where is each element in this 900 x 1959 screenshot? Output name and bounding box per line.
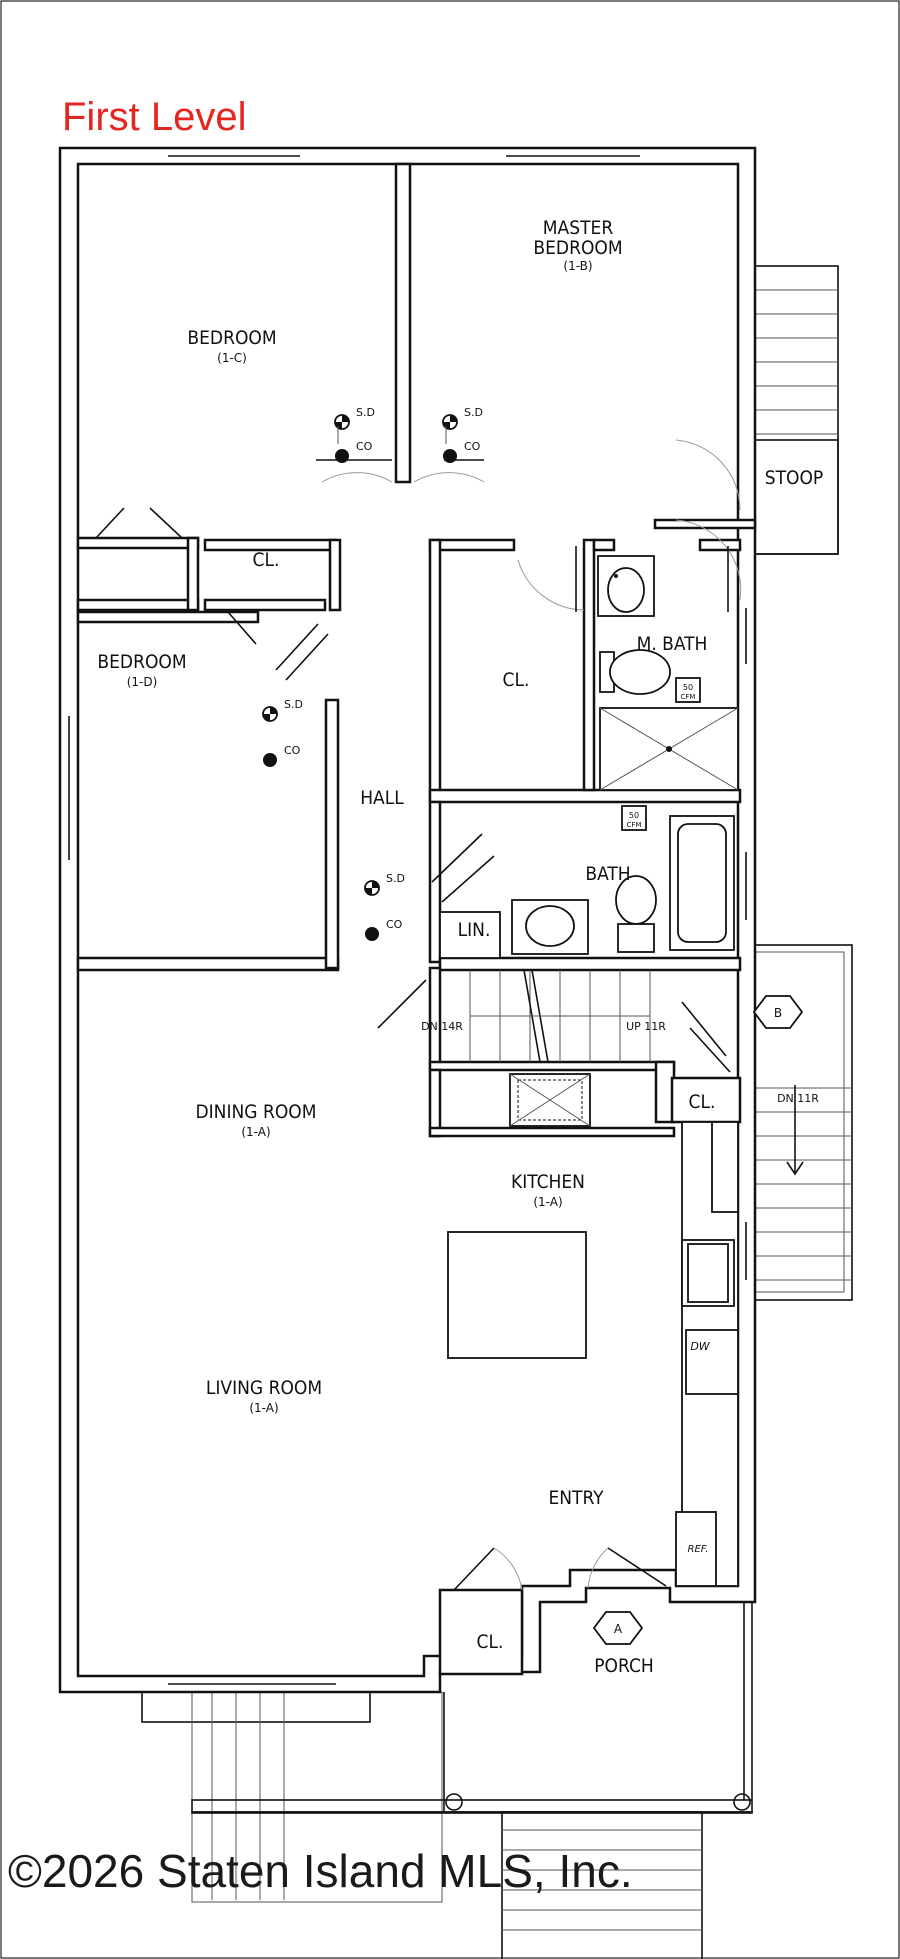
marker-a-label: A: [614, 1622, 623, 1636]
bath-label: BATH: [585, 863, 630, 885]
co-detector-label: CO: [464, 440, 481, 453]
entry-label: ENTRY: [548, 1487, 604, 1509]
smoke-detector-label: S.D: [386, 872, 405, 885]
smoke-detector-label: S.D: [284, 698, 303, 711]
dining-room-label: DINING ROOM: [195, 1101, 316, 1123]
living-room-label: LIVING ROOM: [206, 1377, 322, 1399]
linen-label: LIN.: [458, 919, 491, 941]
bedroom-c-code: (1-C): [217, 351, 247, 365]
dishwasher-label: DW: [690, 1340, 710, 1353]
fan-cfm-unit: CFM: [627, 821, 642, 829]
copyright-watermark: ©2026 Staten Island MLS, Inc.: [8, 1845, 633, 1897]
fixtures: [447, 555, 735, 1359]
exhaust-fan-icon: [621, 805, 647, 831]
master-bedroom-code: (1-B): [563, 259, 592, 273]
marker-a-icon: [592, 1611, 644, 1645]
co-detector-label: CO: [386, 918, 403, 931]
closet-label-hall: CL.: [503, 669, 530, 691]
hall-label: HALL: [360, 787, 404, 809]
closet-label-upper: CL.: [253, 549, 280, 571]
co-detector-label: CO: [356, 440, 373, 453]
stair-up-label: UP 11R: [626, 1020, 666, 1033]
fan-cfm-number: 50: [629, 811, 639, 820]
refrigerator-label: REF.: [688, 1544, 709, 1555]
windows: [68, 155, 747, 1685]
porch-label: PORCH: [594, 1655, 654, 1677]
bedroom-d-label: BEDROOM: [97, 651, 186, 673]
fan-cfm-number: 50: [683, 683, 693, 692]
kitchen-label: KITCHEN: [511, 1171, 585, 1193]
exhaust-fan-icon: [675, 677, 701, 703]
smoke-detector-label: S.D: [356, 406, 375, 419]
dining-room-code: (1-A): [241, 1125, 270, 1139]
master-bath-label: M. BATH: [637, 633, 708, 655]
front-porch-structure: [141, 1598, 753, 1959]
stoop-stairs: [751, 265, 839, 555]
master-bedroom-label-2: BEDROOM: [533, 237, 622, 259]
interior-walls: [76, 162, 757, 1676]
kitchen-code: (1-A): [533, 1195, 562, 1209]
doors: [95, 439, 742, 1591]
smoke-detector-icon: [262, 414, 458, 896]
bedroom-c-label: BEDROOM: [187, 327, 276, 349]
detectors: [262, 414, 458, 941]
fan-cfm-unit: CFM: [681, 693, 696, 701]
co-detector-icon: [263, 449, 457, 941]
stair-down-label: DN 14R: [421, 1020, 463, 1033]
interior-stairs: [469, 969, 651, 1127]
plan-title: First Level: [62, 95, 247, 139]
living-room-code: (1-A): [249, 1401, 278, 1415]
co-detector-label: CO: [284, 744, 301, 757]
marker-b-icon: [752, 995, 804, 1029]
smoke-detector-label: S.D: [464, 406, 483, 419]
closet-label-stair: CL.: [689, 1091, 716, 1113]
exterior-stair-down-label: DN 11R: [777, 1092, 819, 1105]
master-bedroom-label-1: MASTER: [543, 217, 614, 239]
closet-label-entry: CL.: [477, 1631, 504, 1653]
stoop-label: STOOP: [765, 467, 824, 489]
marker-b-label: B: [774, 1006, 782, 1020]
bedroom-d-code: (1-D): [127, 675, 158, 689]
